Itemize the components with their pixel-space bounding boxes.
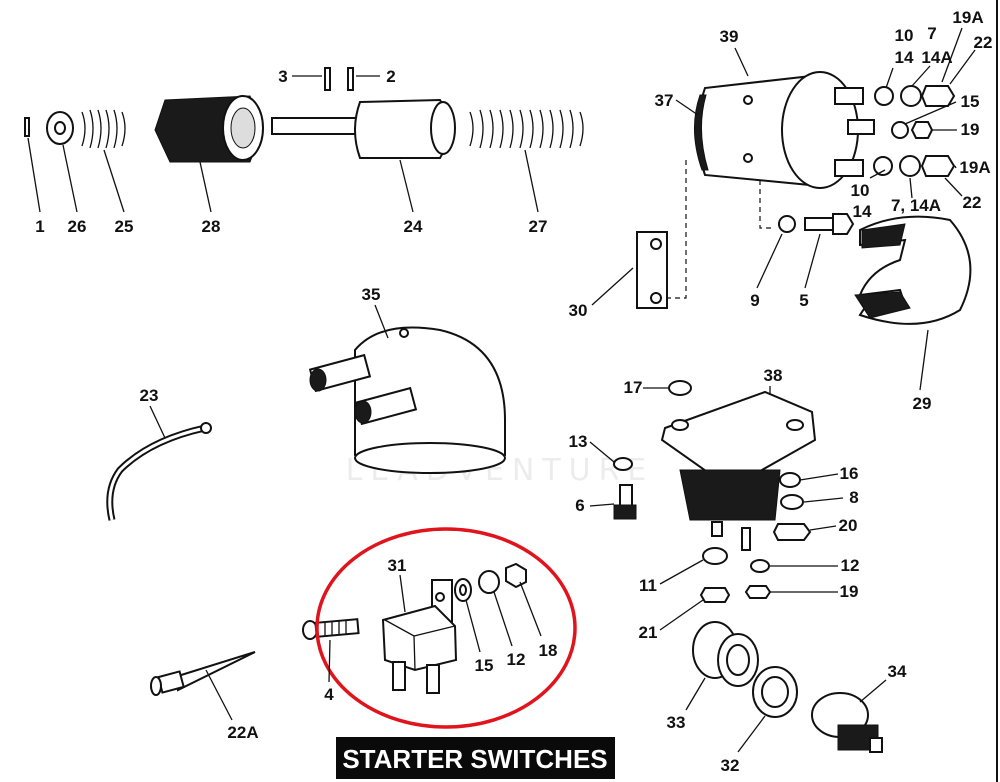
label-22-lower: 22 [963, 193, 982, 212]
part-3-pin [324, 67, 331, 91]
label-7-14A: 7, 14A [891, 196, 941, 215]
label-19A-lower: 19A [959, 158, 990, 177]
label-3: 3 [278, 67, 287, 86]
part-38-hardware [613, 380, 812, 603]
label-4: 4 [324, 685, 334, 704]
part-labels: 1 26 25 28 24 27 3 2 39 37 10 14 7 14A 1… [35, 8, 992, 775]
solenoid-hardware [778, 85, 956, 235]
part-29-boot [854, 215, 972, 325]
leader-lines [27, 27, 976, 753]
label-18: 18 [539, 641, 558, 660]
label-37: 37 [655, 91, 674, 110]
part-23-cable [106, 422, 212, 521]
label-22: 22 [974, 33, 993, 52]
part-1-pin [24, 117, 30, 137]
part-4-bolt [302, 618, 360, 640]
label-27: 27 [529, 217, 548, 236]
part-32-washer [752, 666, 798, 718]
label-14-lower: 14 [853, 202, 872, 221]
label-10: 10 [895, 26, 914, 45]
part-26-washer [46, 111, 74, 145]
label-28: 28 [202, 217, 221, 236]
title-banner: STARTER SWITCHES [336, 737, 615, 779]
label-14: 14 [895, 48, 914, 67]
relay-hardware [454, 562, 527, 602]
label-9: 9 [750, 291, 759, 310]
part-2-pin [347, 67, 354, 91]
part-38-solenoid [660, 390, 817, 551]
label-14A: 14A [921, 48, 952, 67]
label-12-relay: 12 [507, 650, 526, 669]
label-25: 25 [115, 217, 134, 236]
label-19-lower: 19 [840, 582, 859, 601]
label-11: 11 [639, 576, 657, 595]
part-39-solenoid [693, 71, 875, 189]
label-15: 15 [961, 92, 980, 111]
label-20: 20 [839, 516, 858, 535]
label-26: 26 [68, 217, 87, 236]
title-text: STARTER SWITCHES [342, 744, 607, 774]
label-38: 38 [764, 366, 783, 385]
label-15-relay: 15 [475, 656, 494, 675]
label-34: 34 [888, 662, 907, 681]
label-17: 17 [624, 378, 643, 397]
label-19A: 19A [952, 8, 983, 27]
part-28-drive-pinion [154, 95, 264, 163]
part-24-sleeve [271, 98, 456, 159]
label-33: 33 [667, 713, 686, 732]
part-22A-rivet [150, 651, 256, 696]
label-24: 24 [404, 217, 423, 236]
label-31: 31 [388, 556, 407, 575]
label-32: 32 [721, 756, 740, 775]
label-6: 6 [575, 496, 584, 515]
label-10-lower: 10 [851, 181, 870, 200]
label-2: 2 [386, 67, 395, 86]
part-35-cover [308, 326, 506, 474]
label-21: 21 [639, 623, 658, 642]
label-12: 12 [841, 556, 860, 575]
part-31-relay [381, 579, 458, 694]
part-34-switch [811, 692, 883, 753]
label-30: 30 [569, 301, 588, 320]
part-27-spring [469, 109, 584, 149]
label-1: 1 [35, 217, 44, 236]
label-5: 5 [799, 291, 808, 310]
label-39: 39 [720, 27, 739, 46]
label-7: 7 [927, 24, 936, 43]
part-25-spring [81, 109, 126, 149]
label-29: 29 [913, 394, 932, 413]
part-30-bracket [636, 231, 668, 309]
label-16: 16 [840, 464, 859, 483]
label-22A: 22A [227, 723, 258, 742]
label-8: 8 [849, 488, 858, 507]
label-19: 19 [961, 120, 980, 139]
highlight-circle [315, 527, 577, 729]
label-35: 35 [362, 285, 381, 304]
part-33-adapter [692, 621, 759, 687]
label-23: 23 [140, 386, 159, 405]
label-13: 13 [569, 432, 588, 451]
